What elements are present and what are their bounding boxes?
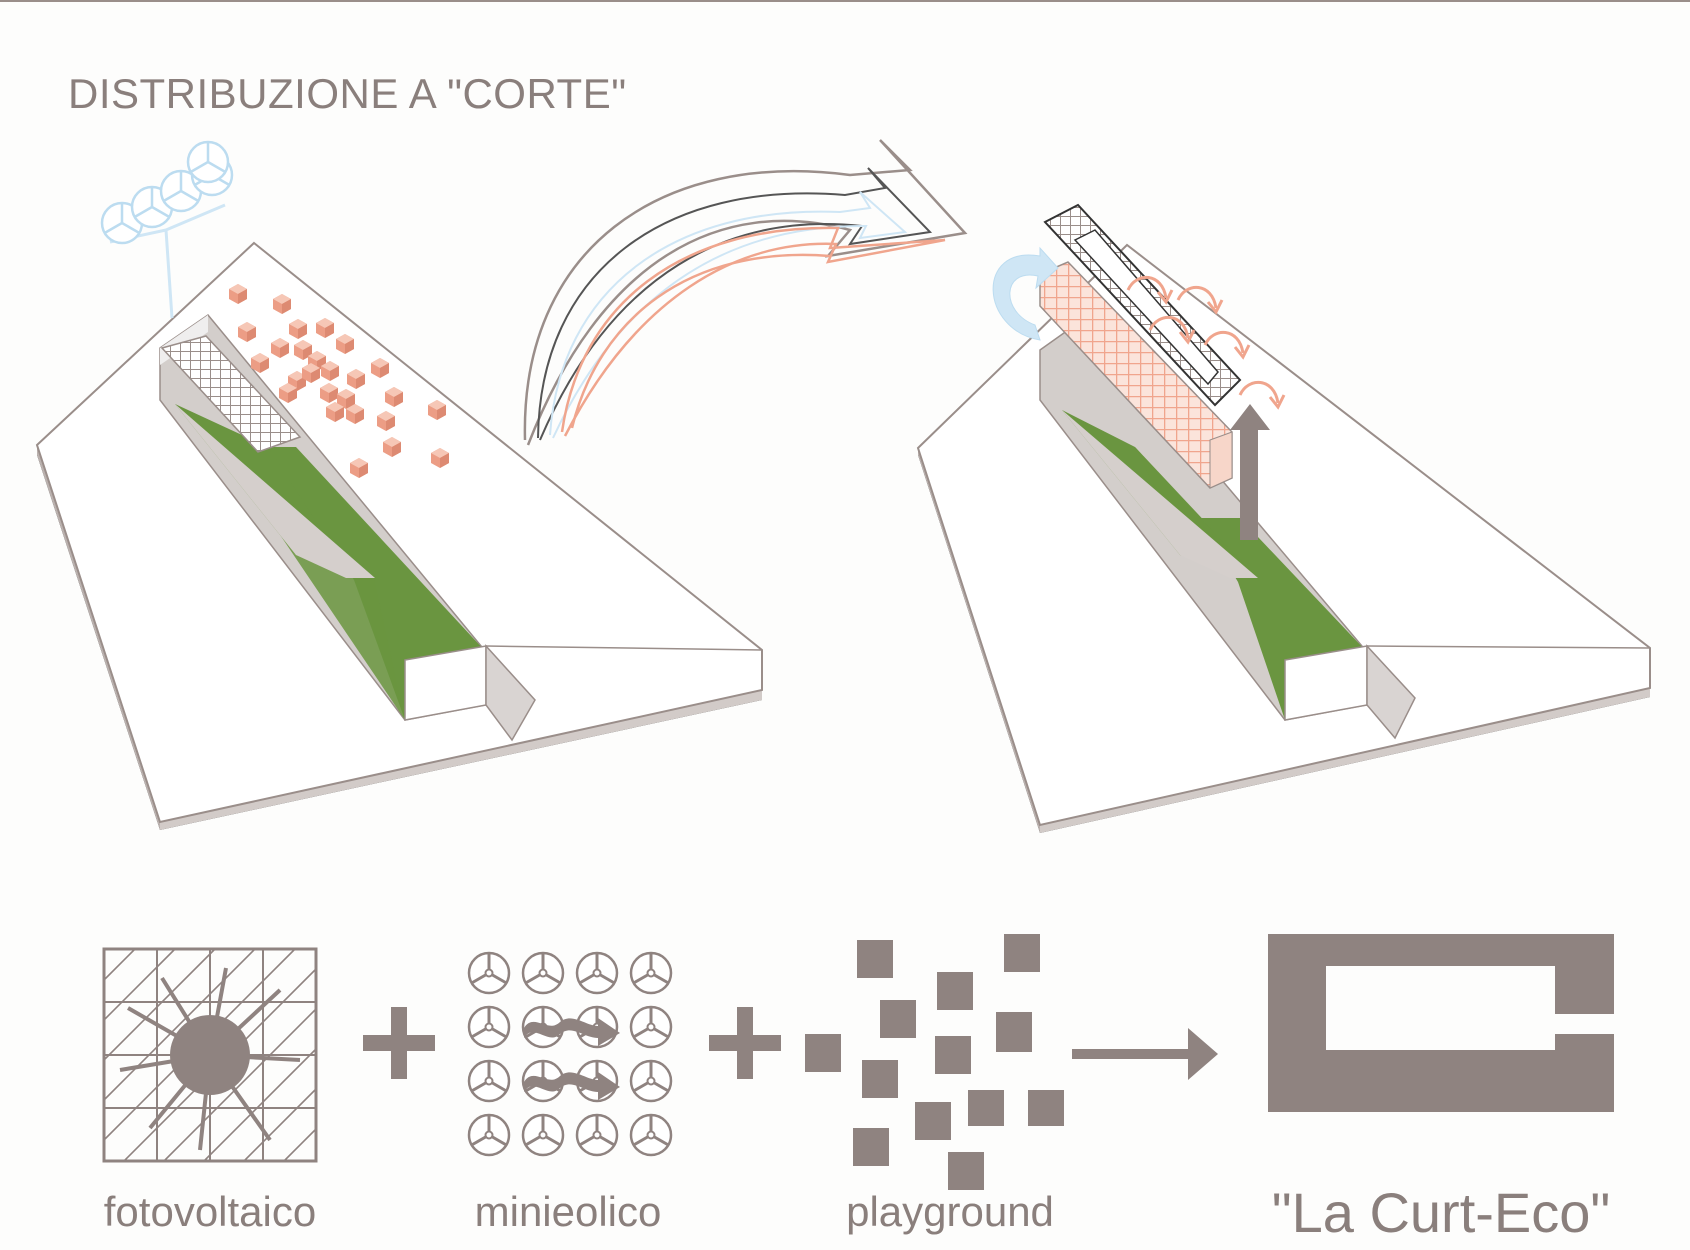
label-result: "La Curt-Eco" <box>1271 1181 1611 1244</box>
plus-icon-2 <box>709 1007 781 1079</box>
label-mini-wind: minieolico <box>474 1188 662 1235</box>
top-rule <box>0 0 1690 2</box>
court-plan-icon <box>1268 934 1614 1112</box>
label-photovoltaic: fotovoltaico <box>103 1188 317 1235</box>
photovoltaic-icon <box>102 947 318 1163</box>
diagram-title: DISTRIBUZIONE A "CORTE" <box>68 70 627 117</box>
left-site-model <box>35 140 763 830</box>
mini-wind-icon <box>467 951 673 1157</box>
right-site-model <box>916 203 1651 833</box>
label-playground: playground <box>846 1188 1054 1235</box>
result-arrow-icon <box>1072 1028 1218 1080</box>
plus-icon-1 <box>363 1007 435 1079</box>
transformation-arrow <box>523 139 968 446</box>
playground-icon <box>805 934 1064 1190</box>
